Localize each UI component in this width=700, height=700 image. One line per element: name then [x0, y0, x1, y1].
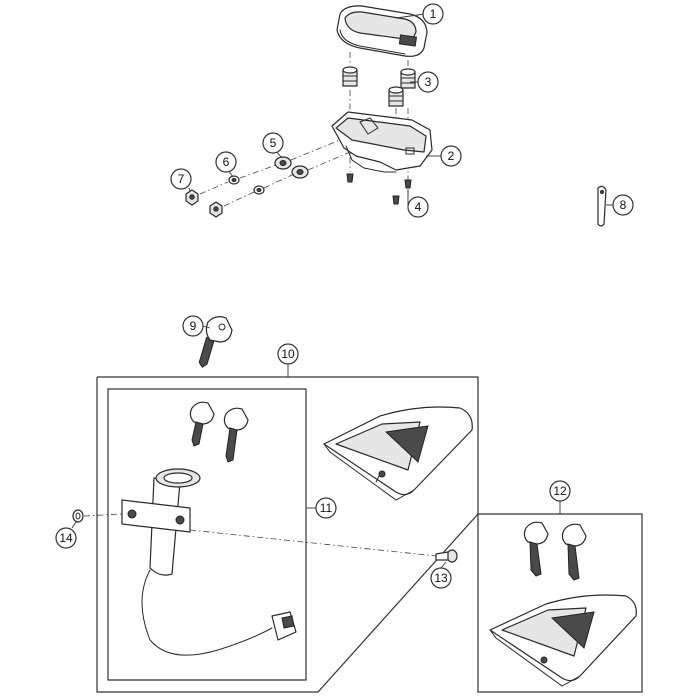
- callout-5: 5: [262, 132, 284, 154]
- callout-label-14: 14: [59, 531, 73, 545]
- leader-lines: [71, 13, 613, 569]
- callout-7: 7: [170, 168, 192, 190]
- set-11-frame: [107, 388, 307, 681]
- callout-label-5: 5: [270, 136, 277, 150]
- callout-14: 14: [55, 527, 77, 549]
- set-12-frame: [477, 513, 643, 693]
- callout-11: 11: [315, 497, 337, 519]
- callout-1: 1: [422, 3, 444, 25]
- callout-label-2: 2: [448, 149, 455, 163]
- nuts: [185, 189, 223, 218]
- callout-label-10: 10: [281, 347, 295, 361]
- callout-12: 12: [549, 480, 571, 502]
- callout-label-3: 3: [425, 75, 432, 89]
- o-ring: [72, 509, 84, 523]
- callout-label-1: 1: [430, 7, 437, 21]
- callout-9: 9: [182, 315, 204, 337]
- keys-12: [523, 521, 587, 581]
- ignition-lock: [121, 468, 297, 656]
- cluster-bracket: [331, 111, 433, 173]
- callout-label-13: 13: [434, 571, 448, 585]
- spare-key: [198, 316, 233, 368]
- callout-label-4: 4: [415, 200, 422, 214]
- ignition-keys-11: [189, 401, 249, 463]
- callout-2: 2: [440, 145, 462, 167]
- small-screws: [346, 173, 412, 205]
- cover-screw: [435, 549, 458, 563]
- callout-3: 3: [417, 71, 439, 93]
- callout-label-9: 9: [190, 319, 197, 333]
- rubber-grommets: [342, 66, 416, 107]
- lock-cover-10: [323, 406, 473, 501]
- washers: [228, 175, 265, 195]
- callout-label-11: 11: [320, 501, 333, 515]
- set-10-frame: [96, 376, 479, 693]
- callout-label-12: 12: [553, 484, 567, 498]
- callout-6: 6: [215, 151, 237, 173]
- cable-strap: [597, 185, 607, 227]
- instrument-cluster: [336, 5, 428, 57]
- callout-label-7: 7: [178, 172, 185, 186]
- lock-cover-12: [489, 594, 637, 687]
- callout-4: 4: [407, 196, 429, 218]
- spacers: [274, 156, 309, 179]
- callout-8: 8: [612, 194, 634, 216]
- callout-label-6: 6: [223, 155, 230, 169]
- callout-10: 10: [277, 343, 299, 365]
- callout-label-8: 8: [620, 198, 627, 212]
- callout-13: 13: [430, 567, 452, 589]
